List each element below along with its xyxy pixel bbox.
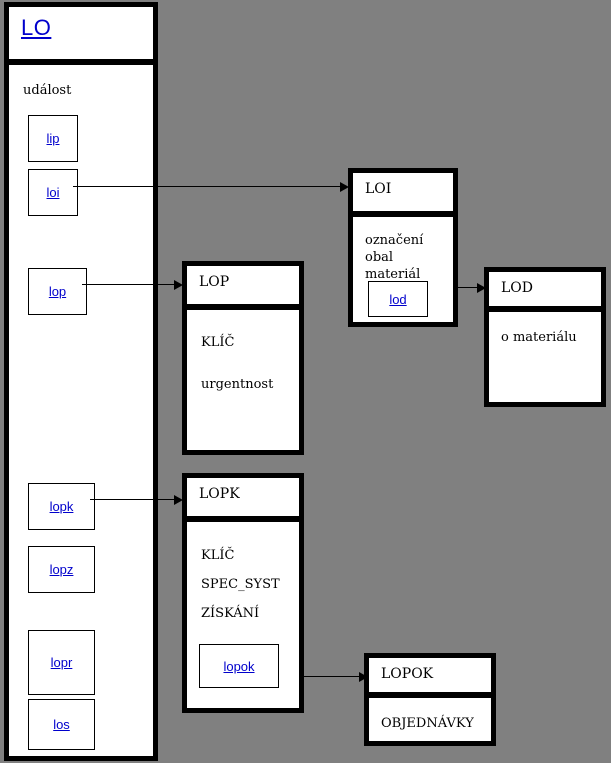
entity-lopk-link-box-lopok[interactable]: lopok bbox=[199, 644, 279, 688]
entity-lop-header: LOP bbox=[187, 266, 299, 310]
attr-label-lopz: lopz bbox=[49, 562, 74, 577]
entity-lopok-attributes: OBJEDNÁVKY bbox=[369, 698, 491, 741]
entity-lop: LOP KLÍČ urgentnost bbox=[182, 261, 304, 455]
entity-lod-attributes: o materiálu bbox=[489, 312, 601, 402]
attr-box-lopr[interactable]: lopr bbox=[28, 630, 95, 695]
attr-label-los: los bbox=[53, 717, 70, 732]
connector-loi-to-entity-loi bbox=[73, 186, 343, 187]
connector-lopk-to-entity-lopk bbox=[90, 499, 178, 500]
lo-title-link[interactable]: LO bbox=[21, 15, 52, 40]
attr-box-lopk[interactable]: lopk bbox=[28, 483, 95, 530]
entity-lopk: LOPK KLÍČ SPEC_SYST ZÍSKÁNÍ lopok bbox=[182, 473, 304, 713]
attr-label-lopr: lopr bbox=[50, 655, 73, 670]
entity-loi: LOI označení obal materiál lod bbox=[348, 168, 458, 327]
entity-lod: LOD o materiálu bbox=[484, 267, 606, 407]
arrowhead-lod bbox=[477, 283, 486, 293]
attr-box-lip[interactable]: lip bbox=[28, 115, 78, 162]
entity-lod-title: LOD bbox=[501, 280, 533, 296]
entity-lop-attr-urgentnost: urgentnost bbox=[201, 377, 274, 392]
attr-box-lopz[interactable]: lopz bbox=[28, 546, 95, 593]
lo-panel: LO událost lip loi lop lopk lopz lopr lo… bbox=[4, 2, 158, 761]
entity-lopok-attr-objednavky: OBJEDNÁVKY bbox=[381, 716, 474, 731]
arrowhead-lopk bbox=[174, 495, 183, 505]
entity-loi-attr-oznaceni: označení bbox=[365, 233, 424, 248]
entity-lopk-attr-ziskani: ZÍSKÁNÍ bbox=[201, 606, 260, 621]
arrowhead-loi bbox=[340, 182, 349, 192]
entity-lopok: LOPOK OBJEDNÁVKY bbox=[364, 653, 496, 746]
entity-lop-attr-klic: KLÍČ bbox=[201, 335, 235, 350]
attr-box-lop[interactable]: lop bbox=[28, 268, 87, 315]
arrowhead-lop bbox=[174, 280, 183, 290]
entity-loi-attributes: označení obal materiál lod bbox=[353, 217, 453, 322]
entity-lopk-header: LOPK bbox=[187, 478, 299, 522]
connector-lop-to-entity-lop bbox=[82, 284, 178, 285]
entity-lod-attr-o-materialu: o materiálu bbox=[501, 330, 577, 345]
attr-box-los[interactable]: los bbox=[28, 699, 95, 750]
attr-label-lopk: lopk bbox=[49, 499, 74, 514]
entity-loi-title: LOI bbox=[365, 181, 392, 197]
lo-section-label: událost bbox=[23, 83, 72, 98]
entity-loi-header: LOI bbox=[353, 173, 453, 217]
entity-lop-attributes: KLÍČ urgentnost bbox=[187, 310, 299, 450]
attr-label-lop: lop bbox=[48, 284, 67, 299]
entity-loi-link-box-lod[interactable]: lod bbox=[368, 281, 428, 317]
entity-loi-attr-obal: obal bbox=[365, 250, 394, 265]
lo-panel-header bbox=[9, 7, 153, 65]
entity-lopok-header: LOPOK bbox=[369, 658, 491, 698]
entity-loi-attr-material: materiál bbox=[365, 267, 421, 282]
connector-lopok-to-entity-lopok bbox=[292, 676, 364, 677]
entity-lopok-title: LOPOK bbox=[381, 666, 434, 682]
entity-lopk-attributes: KLÍČ SPEC_SYST ZÍSKÁNÍ lopok bbox=[187, 522, 299, 708]
entity-lopk-attr-klic: KLÍČ bbox=[201, 548, 235, 563]
attr-label-loi: loi bbox=[46, 185, 60, 200]
attr-label-lip: lip bbox=[46, 131, 60, 146]
entity-lopk-title: LOPK bbox=[199, 486, 240, 502]
entity-lopk-link-label-lopok: lopok bbox=[223, 658, 255, 674]
entity-lopk-attr-spec-syst: SPEC_SYST bbox=[201, 577, 280, 592]
entity-loi-link-label-lod: lod bbox=[389, 291, 407, 307]
arrowhead-lopok bbox=[359, 672, 368, 682]
entity-lod-header: LOD bbox=[489, 272, 601, 312]
entity-lop-title: LOP bbox=[199, 274, 230, 290]
attr-box-loi[interactable]: loi bbox=[28, 169, 78, 216]
